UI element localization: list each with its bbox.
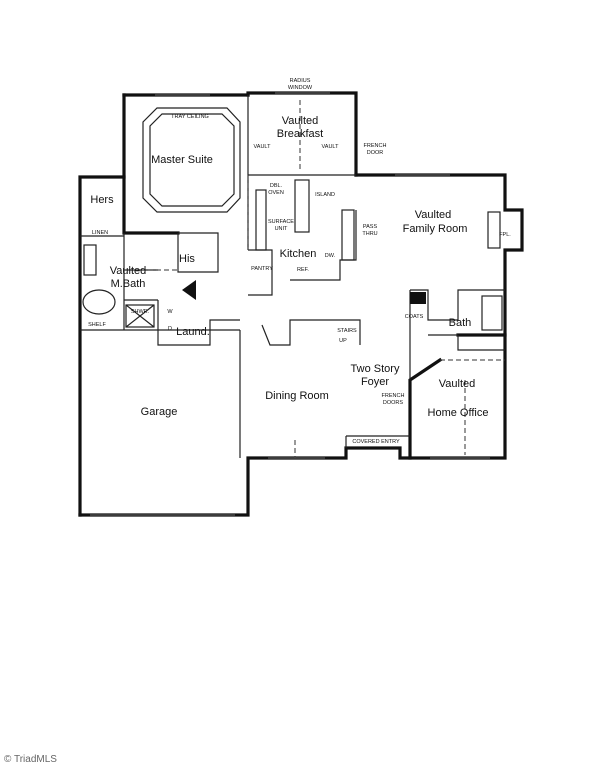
french-door-label-1: FRENCH — [364, 143, 387, 149]
bath-label: Bath — [449, 317, 472, 329]
thru-label: THRU — [362, 231, 377, 237]
garage-label: Garage — [141, 406, 178, 418]
covered-entry-label: COVERED ENTRY — [352, 439, 400, 445]
office-vaulted-label: Vaulted — [439, 378, 476, 390]
french-doors-label-2: DOORS — [383, 400, 404, 406]
fixtures — [82, 100, 505, 458]
refrigerator-label: REF. — [297, 267, 309, 273]
pass-label: PASS — [363, 224, 378, 230]
his-closet-label: His — [179, 253, 195, 265]
vault-label-right: VAULT — [322, 144, 340, 150]
master-suite-label: Master Suite — [151, 154, 213, 166]
shower-label: SHWR. — [131, 309, 150, 315]
arrow-icon — [182, 280, 196, 300]
oven-label: OVEN — [268, 190, 284, 196]
watermark: © TriadMLS — [4, 754, 57, 765]
breakfast-vaulted-label: Vaulted — [282, 115, 319, 127]
room-labels: TRAY CEILING Master Suite RADIUS WINDOW … — [88, 78, 511, 445]
laundry-label: Laund. — [176, 326, 210, 338]
unit-label: UNIT — [275, 226, 288, 232]
island-label: ISLAND — [315, 192, 335, 198]
stairs-label: STAIRS — [337, 328, 357, 334]
fireplace-label: FPL. — [499, 232, 511, 238]
dishwasher-label: DW. — [325, 253, 336, 259]
shelf-label: SHELF — [88, 322, 106, 328]
tray-ceiling-label: TRAY CEILING — [171, 114, 209, 120]
washer-label: W — [167, 309, 173, 315]
pantry-label: PANTRY — [251, 266, 273, 272]
family-vaulted-label: Vaulted — [415, 209, 452, 221]
coats-closet-label: COATS — [405, 314, 424, 320]
window-label: WINDOW — [288, 85, 313, 91]
foyer-label: Foyer — [361, 376, 389, 388]
home-office-label: Home Office — [428, 407, 489, 419]
dbl-label: DBL. — [270, 183, 283, 189]
french-doors-label-1: FRENCH — [382, 393, 405, 399]
dryer-label: D — [168, 326, 172, 332]
kitchen-label: Kitchen — [280, 248, 317, 260]
family-room-label: Family Room — [403, 223, 468, 235]
breakfast-label: Breakfast — [277, 128, 323, 140]
surface-label: SURFACE — [268, 219, 294, 225]
windows — [90, 92, 490, 516]
exterior-walls — [78, 91, 524, 517]
stairs-up-label: UP — [339, 338, 347, 344]
hers-closet-label: Hers — [90, 194, 114, 206]
master-bath-label: M.Bath — [111, 278, 146, 290]
dining-room-label: Dining Room — [265, 390, 329, 402]
vault-label-left: VAULT — [254, 144, 272, 150]
bath-vaulted-label: Vaulted — [110, 265, 147, 277]
two-story-label: Two Story — [351, 363, 400, 375]
radius-label: RADIUS — [290, 78, 311, 84]
appliance-block — [410, 292, 426, 304]
linen-label: LINEN — [92, 230, 108, 236]
door-label: DOOR — [367, 150, 384, 156]
